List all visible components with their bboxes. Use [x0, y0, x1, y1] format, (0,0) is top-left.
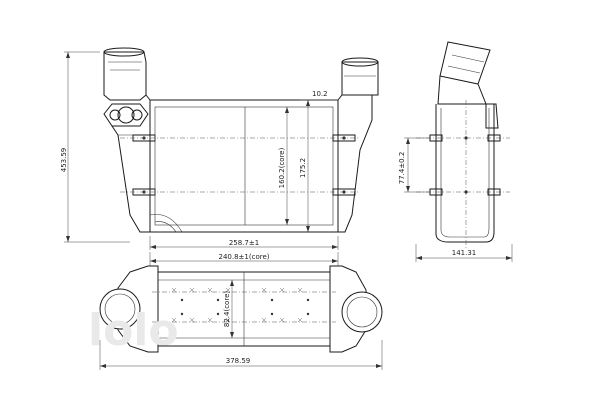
- dim-side-depth: 141.31: [415, 244, 513, 262]
- side-inlet-pipe: [437, 41, 499, 129]
- dim-overall-length-label: 378.59: [226, 357, 251, 365]
- bottom-core-fin-marks: [171, 287, 303, 323]
- front-view: 453.59 10.2 160.2(core) 175.2 258.7±1: [60, 47, 379, 250]
- left-inlet-pipe: [103, 47, 147, 101]
- dim-core-height-label: 160.2(core): [278, 147, 286, 188]
- dim-bottom-core-depth-label: 82.4(core): [223, 291, 231, 327]
- dim-outlet-offset: 10.2: [300, 90, 338, 101]
- bottom-right-tank: [329, 265, 383, 353]
- bottom-left-tank: [99, 265, 159, 353]
- right-tank: [332, 57, 379, 233]
- dim-side-depth-label: 141.31: [452, 249, 477, 257]
- dim-bottom-core-width-label: 240.8±1(core): [219, 253, 270, 261]
- dim-side-height: 77.4±0.2: [398, 137, 430, 193]
- dim-overall-length: 378.59: [99, 340, 383, 370]
- dim-overall-height: 453.59: [60, 51, 130, 243]
- dim-outlet-offset-label: 10.2: [312, 90, 328, 98]
- dim-overall-height-label: 453.59: [60, 148, 68, 173]
- left-brackets: [132, 134, 156, 196]
- front-core: [120, 99, 360, 233]
- dim-side-height-label: 77.4±0.2: [398, 152, 406, 185]
- dim-bottom-core-depth: 82.4(core): [223, 280, 234, 338]
- dim-core-width: 258.7±1: [149, 236, 339, 250]
- dim-core-height: 160.2(core) 175.2: [278, 100, 310, 232]
- inlet-flange: [103, 103, 149, 127]
- bottom-view: 240.8±1(core): [99, 252, 383, 370]
- side-body: [416, 100, 510, 250]
- bottom-core: [152, 271, 336, 347]
- dim-bottom-core-width: 240.8±1(core): [149, 252, 339, 266]
- side-view: 77.4±0.2 141.31: [398, 41, 513, 262]
- dim-core-height-total-label: 175.2: [299, 158, 307, 178]
- watermark: lolo: [88, 305, 179, 356]
- dim-core-width-label: 258.7±1: [229, 239, 259, 247]
